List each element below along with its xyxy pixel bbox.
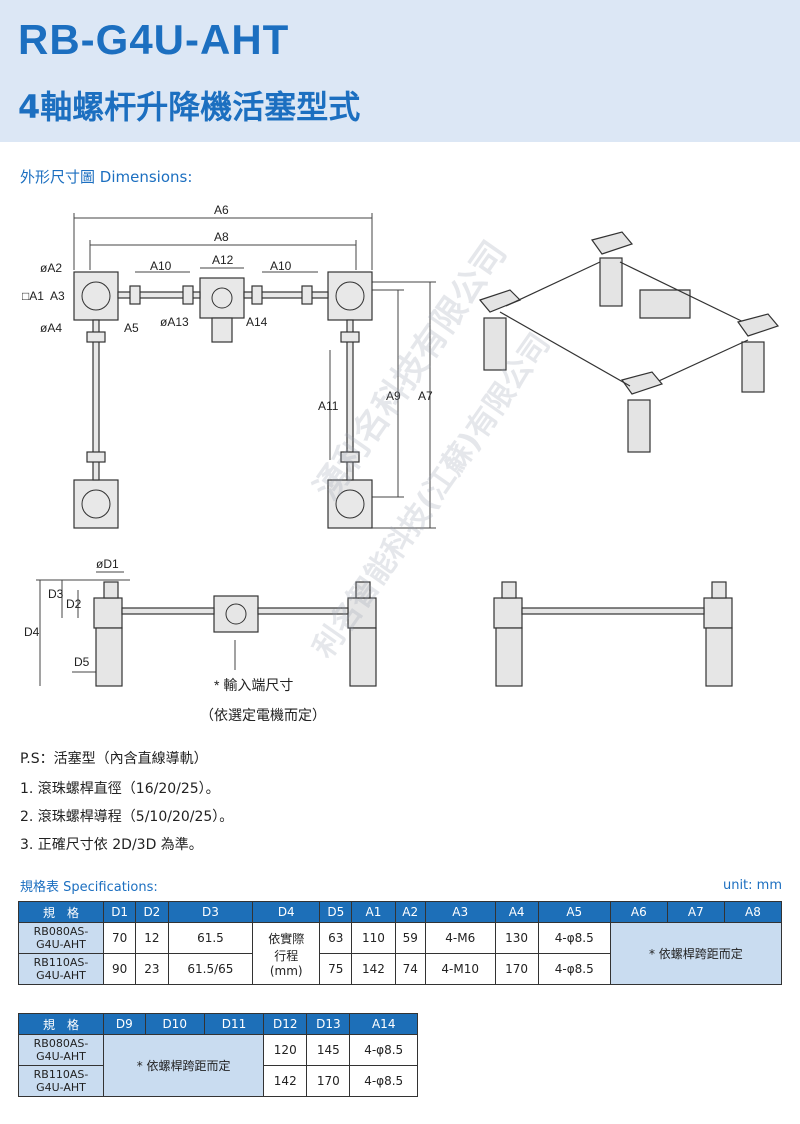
label-d1: øD1 bbox=[96, 557, 119, 571]
cell-d9-d11-merged: * 依螺桿跨距而定 bbox=[102, 1034, 265, 1097]
cell-a1: 142 bbox=[351, 953, 396, 985]
model-title: RB-G4U-AHT bbox=[18, 16, 290, 63]
col-header: D13 bbox=[306, 1013, 351, 1035]
cell-d3: 61.5 bbox=[167, 922, 254, 954]
label-d3: D3 bbox=[48, 587, 64, 601]
col-header: D4 bbox=[252, 901, 321, 923]
spec-heading: 規格表 Specifications: bbox=[20, 880, 158, 895]
label-a2: øA2 bbox=[40, 261, 62, 275]
row-name: RB080AS-G4U-AHT bbox=[18, 1034, 104, 1066]
col-header: A14 bbox=[349, 1013, 418, 1035]
col-header: D10 bbox=[144, 1013, 205, 1035]
label-a4: øA4 bbox=[40, 321, 62, 335]
label-a12: A12 bbox=[212, 253, 234, 267]
col-header: D9 bbox=[103, 1013, 146, 1035]
col-header: A1 bbox=[351, 901, 396, 923]
label-a3: A3 bbox=[50, 289, 65, 303]
label-a10-right: A10 bbox=[270, 259, 292, 273]
label-a9: A9 bbox=[386, 389, 401, 403]
col-header: D2 bbox=[135, 901, 169, 923]
col-header: A8 bbox=[723, 901, 783, 923]
table-row: RB110AS-G4U-AHT 142 170 4-φ8.5 bbox=[18, 1065, 418, 1097]
col-header: A5 bbox=[537, 901, 611, 923]
cell-a2: 59 bbox=[394, 922, 426, 954]
cell-d1: 90 bbox=[102, 953, 137, 985]
label-a11: A11 bbox=[318, 399, 339, 413]
cell-d3: 61.5/65 bbox=[167, 953, 254, 985]
note-1: 1. 滾珠螺桿直徑（16/20/25）。 bbox=[20, 781, 220, 797]
cell-d5: 75 bbox=[319, 953, 353, 985]
label-a8: A8 bbox=[214, 230, 229, 244]
cell-d2: 12 bbox=[135, 922, 169, 954]
cell-a4: 170 bbox=[494, 953, 539, 985]
col-header: D12 bbox=[263, 1013, 308, 1035]
note-ps: P.S：活塞型（內含直線導軌） bbox=[20, 751, 208, 767]
cell-a5: 4-φ8.5 bbox=[537, 953, 611, 985]
cell-d13: 145 bbox=[306, 1034, 351, 1066]
cell-d12: 142 bbox=[263, 1065, 308, 1097]
label-a14: A14 bbox=[246, 315, 268, 329]
row-name: RB110AS-G4U-AHT bbox=[18, 1065, 104, 1097]
cell-a6-a8-merged: * 依螺桿跨距而定 bbox=[609, 922, 783, 985]
cell-a2: 74 bbox=[394, 953, 426, 985]
col-header: A4 bbox=[494, 901, 539, 923]
col-header: 規 格 bbox=[18, 901, 104, 923]
spec-table-1: 規 格 D1 D2 D3 D4 D5 A1 A2 A3 A4 A5 A6 A7 … bbox=[18, 901, 783, 985]
label-a6: A6 bbox=[214, 203, 229, 217]
unit-label: unit: mm bbox=[722, 878, 782, 893]
label-a7: A7 bbox=[418, 389, 433, 403]
col-header: D5 bbox=[319, 901, 353, 923]
label-a10-left: A10 bbox=[150, 259, 172, 273]
col-header: 規 格 bbox=[18, 1013, 104, 1035]
label-d5: D5 bbox=[74, 655, 90, 669]
label-a13: øA13 bbox=[160, 315, 189, 329]
cell-a4: 130 bbox=[494, 922, 539, 954]
row-name: RB110AS-G4U-AHT bbox=[18, 953, 104, 985]
table-row: RB110AS-G4U-AHT 90 23 61.5/65 75 142 74 … bbox=[18, 953, 782, 985]
col-header: D1 bbox=[102, 901, 137, 923]
cell-d2: 23 bbox=[135, 953, 169, 985]
spec-table-2: 規 格 D9 D10 D11 D12 D13 A14 RB080AS-G4U-A… bbox=[18, 1013, 418, 1097]
cell-a3: 4-M10 bbox=[424, 953, 496, 985]
note-3: 3. 正確尺寸依 2D/3D 為準。 bbox=[20, 837, 203, 853]
cell-a14: 4-φ8.5 bbox=[349, 1034, 418, 1066]
cell-d4-merged: 依實際行程(mm) bbox=[252, 922, 321, 985]
note-2: 2. 滾珠螺桿導程（5/10/20/25）。 bbox=[20, 809, 234, 825]
col-header: A7 bbox=[666, 901, 725, 923]
table-header-row: 規 格 D9 D10 D11 D12 D13 A14 bbox=[18, 1013, 418, 1035]
label-d2: D2 bbox=[66, 597, 82, 611]
dimensions-heading: 外形尺寸圖 Dimensions: bbox=[20, 168, 193, 186]
label-d4: D4 bbox=[24, 625, 40, 639]
product-subtitle: 4軸螺杆升降機活塞型式 bbox=[18, 88, 361, 126]
input-note-line2: （依選定電機而定） bbox=[200, 707, 326, 723]
label-a1: □A1 bbox=[22, 289, 44, 303]
cell-d5: 63 bbox=[319, 922, 353, 954]
row-name: RB080AS-G4U-AHT bbox=[18, 922, 104, 954]
dimension-drawing: A6 A8 A10 A12 A10 øA2 □A1 A3 øA4 A5 øA13… bbox=[22, 203, 780, 723]
table-row: RB080AS-G4U-AHT 70 12 61.5 依實際行程(mm) 63 … bbox=[18, 922, 783, 985]
col-header: A3 bbox=[424, 901, 496, 923]
header-banner: RB-G4U-AHT 4軸螺杆升降機活塞型式 bbox=[0, 0, 800, 142]
col-header: D11 bbox=[203, 1013, 265, 1035]
col-header: A2 bbox=[394, 901, 426, 923]
table-row: RB080AS-G4U-AHT * 依螺桿跨距而定 120 145 4-φ8.5 bbox=[18, 1034, 418, 1097]
col-header: D3 bbox=[167, 901, 254, 923]
cell-a14: 4-φ8.5 bbox=[349, 1065, 418, 1097]
label-a5: A5 bbox=[124, 321, 139, 335]
col-header: A6 bbox=[609, 901, 668, 923]
cell-d12: 120 bbox=[263, 1034, 308, 1066]
cell-a3: 4-M6 bbox=[424, 922, 496, 954]
input-note-line1: * 輸入端尺寸 bbox=[214, 677, 293, 693]
table-header-row: 規 格 D1 D2 D3 D4 D5 A1 A2 A3 A4 A5 A6 A7 … bbox=[18, 901, 783, 923]
cell-a1: 110 bbox=[351, 922, 396, 954]
cell-a5: 4-φ8.5 bbox=[537, 922, 611, 954]
cell-d13: 170 bbox=[306, 1065, 351, 1097]
cell-d1: 70 bbox=[102, 922, 137, 954]
